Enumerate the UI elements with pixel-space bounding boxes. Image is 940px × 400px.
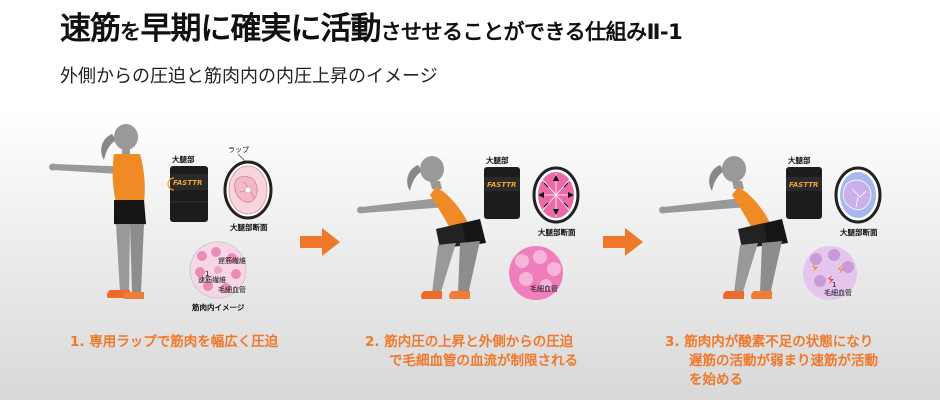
marker-label-3: 1 [832,281,836,289]
thigh-label-2: 大腿部 [486,155,509,165]
title-part-activate: させせることができる [380,20,586,44]
wrap-brand-label-3: FASTTR [789,181,818,189]
muscle-image-2: 毛細血管 [509,246,563,300]
slow-fiber-label-1: 遅筋繊維 [218,256,246,265]
muscle-image-1: 遅筋繊維 1 速筋繊維 毛細血管 筋肉内イメージ [189,241,247,312]
muscle-image-3: 1 毛細血管 [803,246,857,300]
title-part-particle: を [120,20,141,44]
step-3-line-2: 遅筋の活動が弱まり速筋が活動 [689,353,878,369]
capillary-label-1: 毛細血管 [218,285,246,294]
page-subtitle: 外側からの圧迫と筋肉内の内圧上昇のイメージ [60,66,438,87]
arrow-right-icon [300,228,340,256]
page-title: 速筋を早期に確実に活動させせることができる仕組みⅡ-1 [60,6,683,55]
fast-fiber-label-1: 速筋繊維 [198,275,226,284]
wrap-device-2: 大腿部 FASTTR [484,155,520,219]
arrow-right-icon [603,228,643,256]
cross-section-label-3: 大腿部断面 [840,227,878,237]
wrap-brand-label-2: FASTTR [487,181,516,189]
step-2-line-2: で毛細血管の血流が制限される [389,353,578,369]
cross-section-label-2: 大腿部断面 [538,227,576,237]
step-2-line-1: 2. 筋内圧の上昇と外側からの圧迫 [365,334,574,350]
capillary-label-3: 毛細血管 [824,288,852,297]
cross-section-2: 大腿部断面 [532,166,580,237]
step-3-caption: 3. 筋肉内が酸素不足の状態になり 遅筋の活動が弱まり速筋が活動 を始める [665,333,878,390]
thigh-label-3: 大腿部 [788,155,811,165]
muscle-image-label: 筋肉内イメージ [192,302,245,312]
wrap-device: 大腿部 FASTTR [167,154,208,222]
scene-2-squat: 大腿部 FASTTR 大腿部断面 毛細血管 [357,155,580,300]
squat-figure-3 [659,156,788,299]
step-1-caption: 1. 専用ラップで筋肉を幅広く圧迫 [70,333,278,352]
scene-3-squat: 大腿部 FASTTR 大腿部断面 1 毛細血管 [659,155,882,300]
squat-figure-2 [357,156,486,299]
marker-label-1: 1 [205,270,209,278]
thigh-label: 大腿部 [172,154,195,164]
cross-section-label-1: 大腿部断面 [230,222,268,232]
wrap-device-3: 大腿部 FASTTR [786,155,822,219]
standing-figure [49,124,146,299]
wrap-label: ラップ [228,146,249,154]
cross-section-3: 大腿部断面 [834,166,882,237]
title-part-mechanism: 仕組みⅡ-1 [585,20,683,44]
title-part-fast-muscle: 速筋 [60,11,121,47]
step-1-line-1: 1. 専用ラップで筋肉を幅広く圧迫 [70,334,279,350]
step-3-line-1: 3. 筋肉内が酸素不足の状態になり [665,334,874,350]
scene-1-standing: 大腿部 FASTTR ラップ 大腿部断面 遅筋繊維 1 速筋繊維 毛細血管 筋肉… [49,124,273,312]
step-2-caption: 2. 筋内圧の上昇と外側からの圧迫 で毛細血管の血流が制限される [365,333,578,371]
cross-section-1: ラップ 大腿部断面 [223,146,273,232]
step-3-line-3: を始める [689,372,743,388]
title-part-early: 早期に確実に活動 [140,11,382,47]
capillary-label-2: 毛細血管 [530,284,558,293]
wrap-brand-label: FASTTR [173,179,202,187]
